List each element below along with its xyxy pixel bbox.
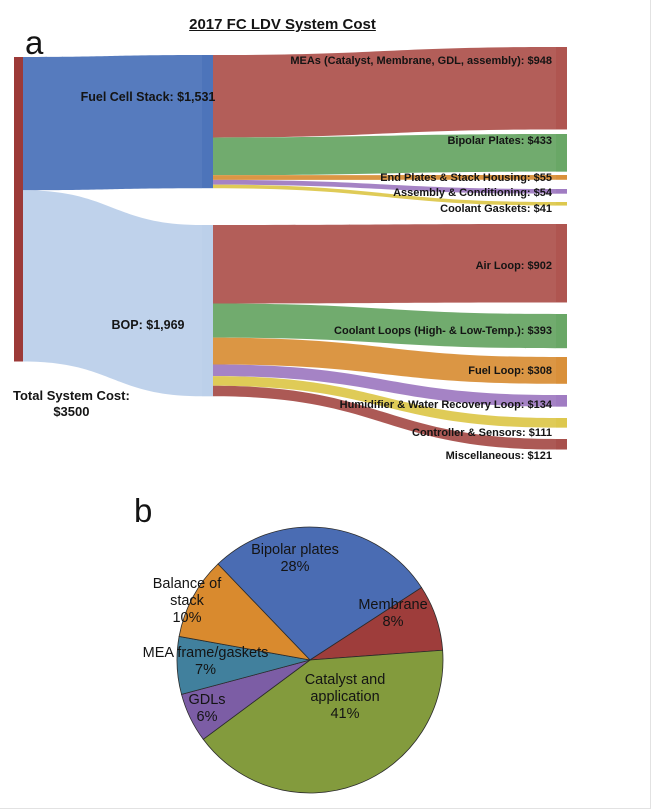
label-meas: MEAs (Catalyst, Membrane, GDL, assembly)… — [290, 55, 552, 67]
node-assembly-conditioning — [556, 189, 567, 194]
pie-label-gdls-pct: 6% — [196, 709, 218, 725]
flow-total-to-bop — [23, 190, 202, 397]
pie-label-membrane-name: Membrane — [358, 597, 428, 613]
node-coolant-gaskets — [556, 202, 567, 206]
pie-label-balance-of-stack: Balance of stack 10% — [143, 576, 231, 627]
sankey-title: 2017 FC LDV System Cost — [189, 16, 376, 33]
total-cost-label: Total System Cost: $3500 — [13, 388, 130, 420]
pie-slice-balance-of-stack — [178, 563, 312, 661]
label-fuel-loop: Fuel Loop: $308 — [468, 365, 552, 377]
pie-label-bipolar-plates: Bipolar plates 28% — [240, 542, 350, 576]
pie-label-bipolar-plates-name: Bipolar plates — [251, 542, 339, 558]
node-end-plates-stack-housing — [556, 175, 567, 180]
pie-label-balance-pct: 10% — [172, 610, 202, 626]
pie-label-bipolar-plates-pct: 28% — [280, 559, 310, 575]
flow-bop-to-controller-sensors — [213, 376, 556, 428]
node-total-system-cost — [14, 57, 23, 362]
pie-label-mea-frame-gaskets: MEA frame/gaskets 7% — [118, 645, 293, 679]
node-bop — [202, 225, 213, 397]
flow-fuel-cell-stack-to-assembly-conditioning — [213, 179, 556, 194]
pie-slice-catalyst-and-application — [202, 649, 444, 794]
flow-fuel-cell-stack-to-bipolar-plates — [213, 134, 556, 176]
pie-slice-bipolar-plates — [217, 526, 423, 661]
flow-bop-to-humidifier-water-recovery-loop — [213, 364, 556, 407]
node-miscellaneous — [556, 439, 567, 450]
node-air-loop — [556, 224, 567, 303]
label-humidifier-water-recovery-loop: Humidifier & Water Recovery Loop: $134 — [340, 399, 553, 411]
pie-label-balance-name: Balance of stack — [152, 576, 222, 609]
panel-a-label: a — [25, 24, 44, 61]
total-cost-line2: $3500 — [53, 404, 90, 419]
flow-bop-to-miscellaneous — [213, 385, 556, 450]
node-humidifier-water-recovery-loop — [556, 395, 567, 407]
pie-label-membrane-pct: 8% — [382, 614, 404, 630]
pie-chart — [176, 526, 444, 794]
label-miscellaneous: Miscellaneous: $121 — [446, 450, 552, 462]
pie-label-catalyst-pct: 41% — [330, 706, 360, 722]
label-end-plates-stack-housing: End Plates & Stack Housing: $55 — [380, 172, 552, 184]
node-coolant-loops — [556, 314, 567, 349]
flow-fuel-cell-stack-to-end-plates-stack-housing — [213, 175, 556, 180]
pie-label-gdls: GDLs 6% — [177, 692, 237, 726]
flow-bop-to-coolant-loops — [213, 303, 556, 349]
label-coolant-gaskets: Coolant Gaskets: $41 — [440, 203, 552, 215]
pie-label-catalyst-name: Catalyst and application — [304, 672, 386, 705]
pie-label-mea-pct: 7% — [195, 662, 216, 678]
pie-label-mea-name: MEA frame/gaskets — [142, 645, 269, 661]
pie-label-membrane: Membrane 8% — [353, 597, 433, 631]
pie-label-catalyst-and-application: Catalyst and application 41% — [283, 672, 407, 723]
label-bipolar-plates: Bipolar Plates: $433 — [447, 135, 552, 147]
node-meas — [556, 47, 567, 130]
total-cost-line1: Total System Cost: — [13, 388, 130, 403]
panel-b-label: b — [134, 492, 153, 529]
pie-label-gdls-name: GDLs — [188, 692, 226, 708]
flow-bop-to-air-loop — [213, 224, 556, 304]
node-fuel-cell-stack — [202, 55, 213, 189]
label-controller-sensors: Controller & Sensors: $111 — [412, 427, 552, 439]
flow-total-to-fuel-cell-stack — [23, 55, 202, 191]
flow-fuel-cell-stack-to-meas — [213, 47, 556, 138]
flow-fuel-cell-stack-to-coolant-gaskets — [213, 184, 556, 206]
node-controller-sensors — [556, 418, 567, 428]
label-air-loop: Air Loop: $902 — [476, 260, 552, 272]
label-fuel-cell-stack: Fuel Cell Stack: $1,531 — [81, 90, 216, 104]
label-assembly-conditioning: Assembly & Conditioning: $54 — [393, 187, 553, 199]
node-fuel-loop — [556, 357, 567, 384]
label-coolant-loops: Coolant Loops (High- & Low-Temp.): $393 — [334, 325, 552, 337]
node-bipolar-plates — [556, 134, 567, 172]
flow-bop-to-fuel-loop — [213, 337, 556, 384]
label-bop: BOP: $1,969 — [112, 318, 185, 332]
